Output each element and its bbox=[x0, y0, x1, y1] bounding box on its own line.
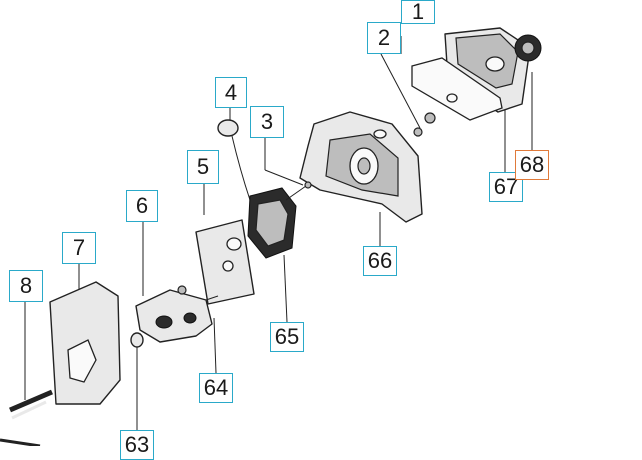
callout-68[interactable]: 68 bbox=[515, 150, 549, 180]
callout-8[interactable]: 8 bbox=[9, 270, 43, 302]
intake-manifold bbox=[135, 285, 219, 343]
filter-element bbox=[411, 57, 503, 121]
filter-housing bbox=[299, 111, 423, 223]
cover-knob bbox=[514, 34, 542, 62]
o-ring bbox=[130, 332, 144, 348]
gasket bbox=[195, 219, 255, 305]
callout-3[interactable]: 3 bbox=[250, 106, 284, 138]
callout-63[interactable]: 63 bbox=[120, 430, 154, 460]
primer-bulb bbox=[217, 119, 251, 201]
exploded-parts-diagram: 1 2 3 4 5 6 7 8 63 64 65 66 67 68 bbox=[0, 0, 549, 460]
screws bbox=[413, 112, 436, 137]
callout-6[interactable]: 6 bbox=[126, 190, 158, 222]
callout-65[interactable]: 65 bbox=[270, 322, 304, 352]
parts-drawing bbox=[0, 27, 542, 448]
bolts bbox=[0, 389, 53, 448]
callout-2[interactable]: 2 bbox=[367, 22, 401, 54]
callout-4[interactable]: 4 bbox=[215, 77, 247, 108]
callout-7[interactable]: 7 bbox=[62, 232, 96, 264]
callout-66[interactable]: 66 bbox=[363, 246, 397, 276]
callout-67[interactable]: 67 bbox=[489, 172, 523, 202]
insulator-block bbox=[49, 281, 121, 405]
callout-64[interactable]: 64 bbox=[199, 373, 233, 403]
callout-5[interactable]: 5 bbox=[187, 150, 219, 184]
carburetor bbox=[247, 181, 312, 259]
callout-1[interactable]: 1 bbox=[401, 0, 435, 24]
